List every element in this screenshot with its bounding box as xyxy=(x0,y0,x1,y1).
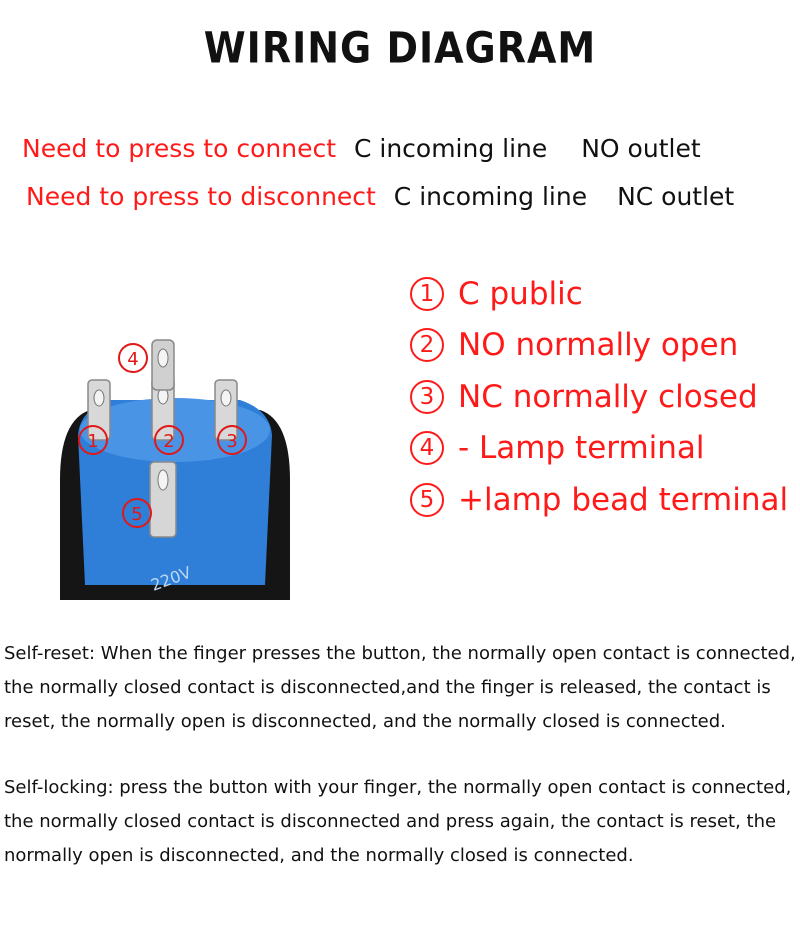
legend-label: NO normally open xyxy=(458,327,739,364)
self-reset-paragraph: Self-reset: When the finger presses the … xyxy=(4,643,796,732)
legend-label: +lamp bead terminal xyxy=(458,481,789,518)
terminal-legend: 1 C public 2 NO normally open 3 NC norma… xyxy=(410,268,788,526)
legend-label: NC normally closed xyxy=(458,378,758,415)
legend-number: 5 xyxy=(410,482,444,517)
rule-press-to-disconnect: Need to press to disconnect C incoming l… xyxy=(26,182,734,211)
pin-4 xyxy=(151,339,175,391)
marker-4: 4 xyxy=(127,349,138,370)
pin-5 xyxy=(149,461,177,538)
switch-photo: 220V 4 1 2 3 5 xyxy=(60,339,290,600)
self-locking-paragraph: Self-locking: press the button with your… xyxy=(4,777,792,866)
legend-label: C public xyxy=(458,275,583,312)
rule-press-to-connect: Need to press to connect C incoming line… xyxy=(22,134,701,163)
marker-2: 2 xyxy=(163,431,174,452)
rule-incoming: C incoming line xyxy=(393,182,588,211)
rule-outlet: NC outlet xyxy=(617,182,735,211)
legend-number: 1 xyxy=(410,276,444,311)
legend-item-normally-open: 2 NO normally open xyxy=(410,320,788,372)
rule-condition: Need to press to disconnect xyxy=(26,182,376,211)
legend-item-c-public: 1 C public xyxy=(410,268,788,320)
legend-item-normally-closed: 3 NC normally closed xyxy=(410,371,788,423)
pin-3 xyxy=(214,379,238,441)
page-title: WIRING DIAGRAM xyxy=(203,23,597,73)
marker-1: 1 xyxy=(87,431,98,452)
pin-1 xyxy=(87,379,111,441)
legend-number: 3 xyxy=(410,379,444,414)
rule-outlet: NO outlet xyxy=(581,134,701,163)
legend-number: 2 xyxy=(410,328,444,363)
rule-condition: Need to press to connect xyxy=(22,134,337,163)
legend-label: - Lamp terminal xyxy=(458,430,705,467)
legend-item-lamp-bead-terminal: 5 +lamp bead terminal xyxy=(410,474,788,526)
legend-number: 4 xyxy=(410,431,444,466)
marker-5: 5 xyxy=(131,504,142,525)
legend-item-lamp-terminal: 4 - Lamp terminal xyxy=(410,423,788,475)
marker-3: 3 xyxy=(226,431,237,452)
rule-incoming: C incoming line xyxy=(353,134,548,163)
